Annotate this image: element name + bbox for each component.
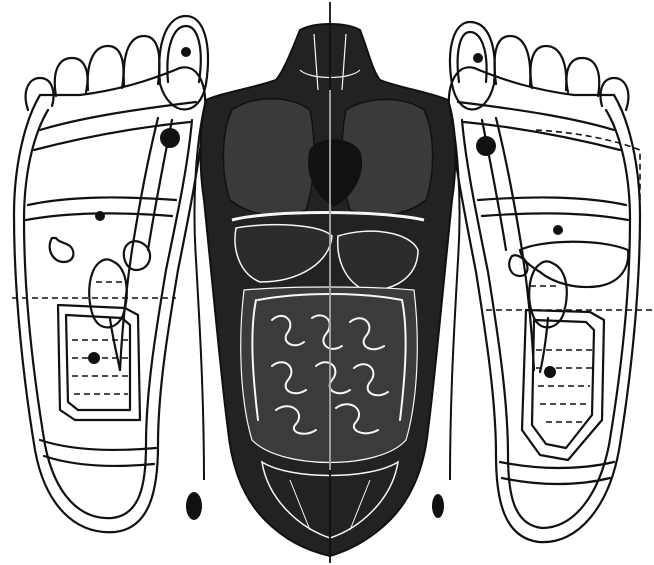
- torso: [194, 24, 459, 556]
- intestine-area: [241, 287, 418, 463]
- right-inner-column: [496, 118, 534, 370]
- right-heel-band-1: [500, 462, 614, 468]
- left-foot: [14, 16, 208, 532]
- right-point-solar-plexus: [553, 225, 563, 235]
- left-heel-band-2: [44, 456, 154, 466]
- right-band-4: [482, 213, 628, 220]
- left-band-3: [28, 197, 176, 205]
- left-point-solar-plexus: [95, 211, 105, 221]
- right-toe-4: [567, 58, 600, 96]
- left-hand: [186, 492, 202, 520]
- right-sole-outline: [449, 67, 640, 542]
- right-point-big-toe: [473, 53, 483, 63]
- left-point-big-toe: [181, 47, 191, 57]
- right-band-3: [478, 197, 626, 205]
- right-intestine-frame-inner: [532, 320, 594, 448]
- left-point-intestine: [88, 352, 100, 364]
- left-lung: [223, 99, 314, 216]
- right-point-intestine: [544, 366, 556, 378]
- left-toe-3: [88, 46, 124, 90]
- right-foot: [449, 22, 640, 542]
- right-colon-dash: [536, 130, 640, 240]
- right-sole-inner-outline: [462, 110, 630, 528]
- left-heel-band-1: [40, 440, 156, 450]
- left-point-pituitary: [160, 128, 180, 148]
- right-toe-3: [531, 46, 567, 90]
- left-small-organ: [50, 238, 74, 262]
- right-liver: [520, 242, 628, 287]
- left-heart-organ: [124, 241, 150, 270]
- right-heel-band-2: [502, 478, 610, 484]
- left-foot-dashes: [12, 282, 176, 394]
- right-point-pituitary: [476, 136, 496, 156]
- right-hand: [432, 494, 444, 518]
- left-toe-4: [55, 58, 88, 96]
